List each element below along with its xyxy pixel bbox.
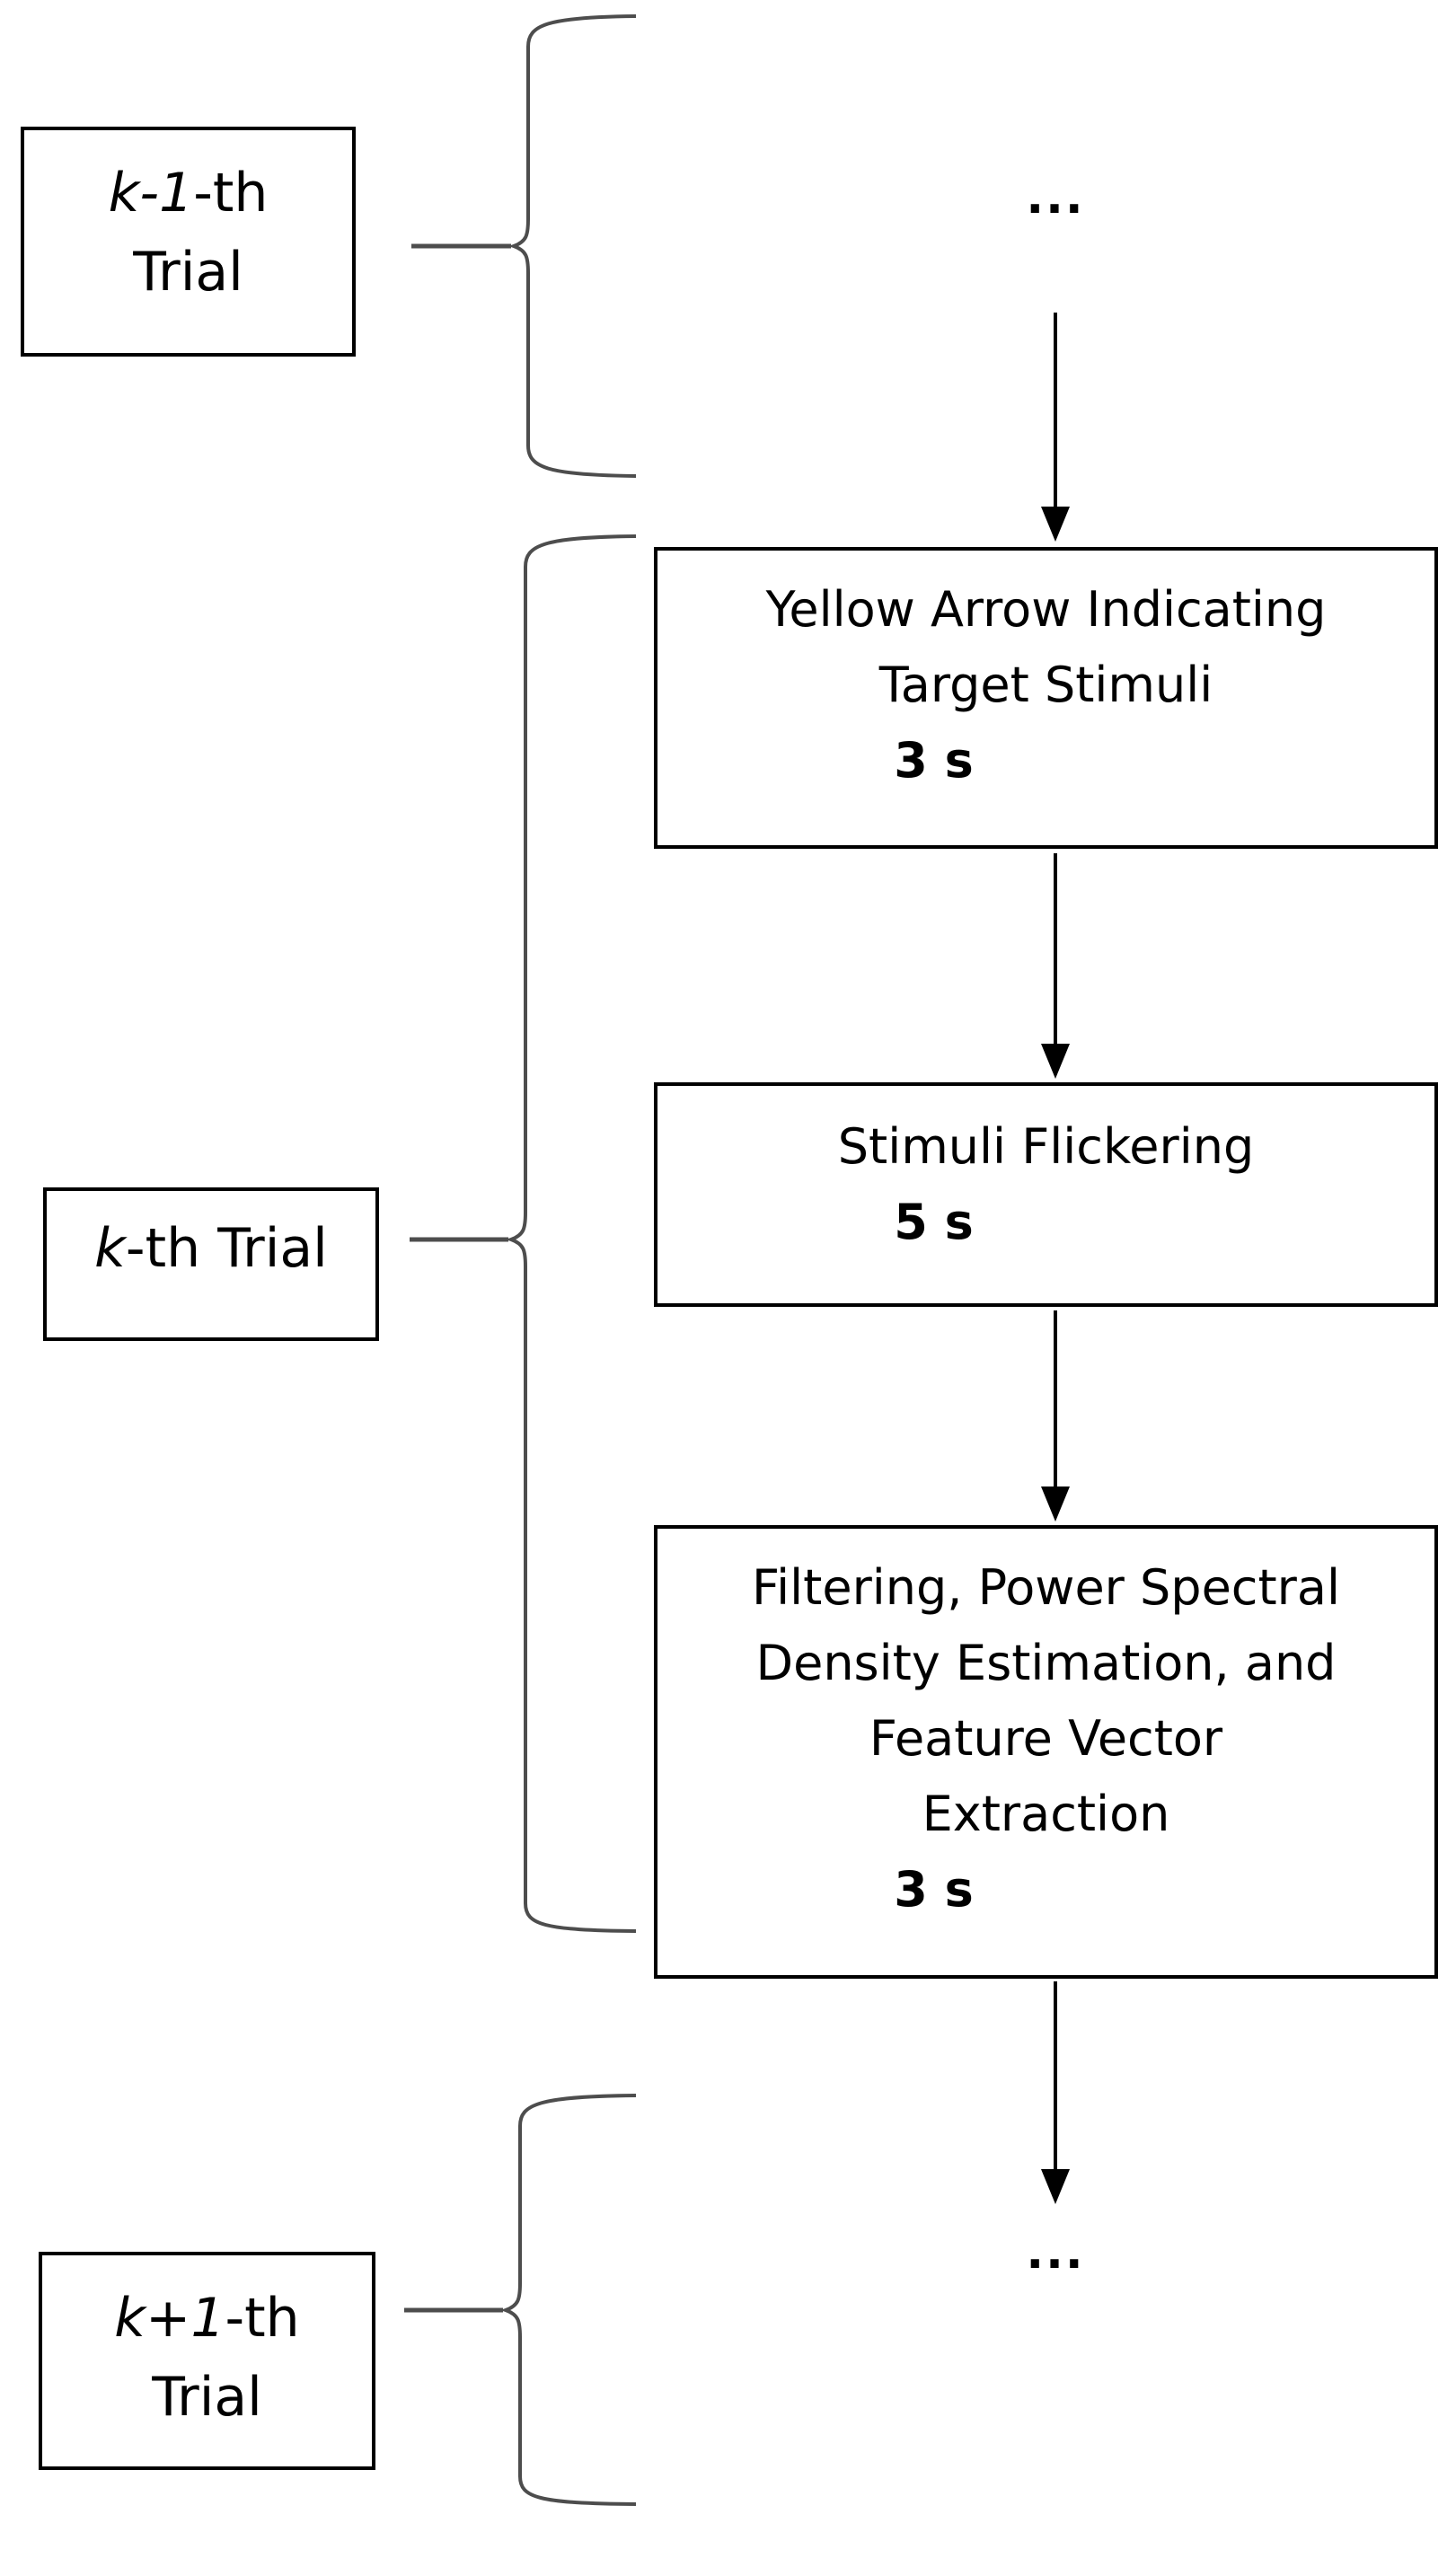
trial-label-line1: k+1-th <box>114 2287 300 2350</box>
flow-box-text-line: Feature Vector <box>869 1710 1223 1767</box>
flow-box-cue: Yellow Arrow Indicating Target Stimuli 3… <box>654 547 1438 849</box>
brace-k <box>506 534 637 1933</box>
trial-label-box-k: k-th Trial <box>43 1187 379 1341</box>
duration-value: 3 s <box>894 1861 974 1918</box>
trial-label-line1: k-1-th <box>108 162 269 225</box>
flow-box-text-line: Filtering, Power Spectral <box>752 1559 1340 1616</box>
flow-box-text-line: Density Estimation, and <box>755 1635 1337 1691</box>
trial-label-box-k-minus-1: k-1-th Trial <box>21 127 356 357</box>
flow-box-duration-line: 3 s <box>657 723 1434 798</box>
duration-value: 3 s <box>894 732 974 789</box>
arrow-flicker-to-processing <box>1041 1310 1070 1522</box>
flow-box-processing: Filtering, Power Spectral Density Estima… <box>654 1525 1438 1979</box>
trial-label-line1: k-th Trial <box>94 1217 328 1280</box>
ellipsis-next-trial: ... <box>1026 2226 1085 2280</box>
flow-box-text-line: Yellow Arrow Indicating <box>765 581 1327 638</box>
flow-box-duration-line: 5 s <box>657 1185 1434 1260</box>
flow-box-text-line: Target Stimuli <box>878 657 1213 713</box>
arrow-cue-to-flicker <box>1041 853 1070 1079</box>
arrow-into-cue <box>1041 313 1070 542</box>
brace-k-plus-1 <box>500 2094 637 2506</box>
trial-label-line2: Trial <box>152 2366 262 2429</box>
brace-k-minus-1 <box>508 14 637 478</box>
flow-box-text-line: Extraction <box>922 1786 1170 1842</box>
duration-value: 5 s <box>894 1194 974 1250</box>
ellipsis-previous-trial: ... <box>1026 171 1085 225</box>
flow-box-flicker: Stimuli Flickering 5 s <box>654 1082 1438 1307</box>
arrow-out-of-processing <box>1041 1981 1070 2204</box>
flow-box-duration-line: 3 s <box>657 1852 1434 1928</box>
flow-box-text-line: Stimuli Flickering <box>837 1118 1255 1175</box>
trial-label-box-k-plus-1: k+1-th Trial <box>39 2252 375 2470</box>
trial-label-line2: Trial <box>133 241 243 304</box>
